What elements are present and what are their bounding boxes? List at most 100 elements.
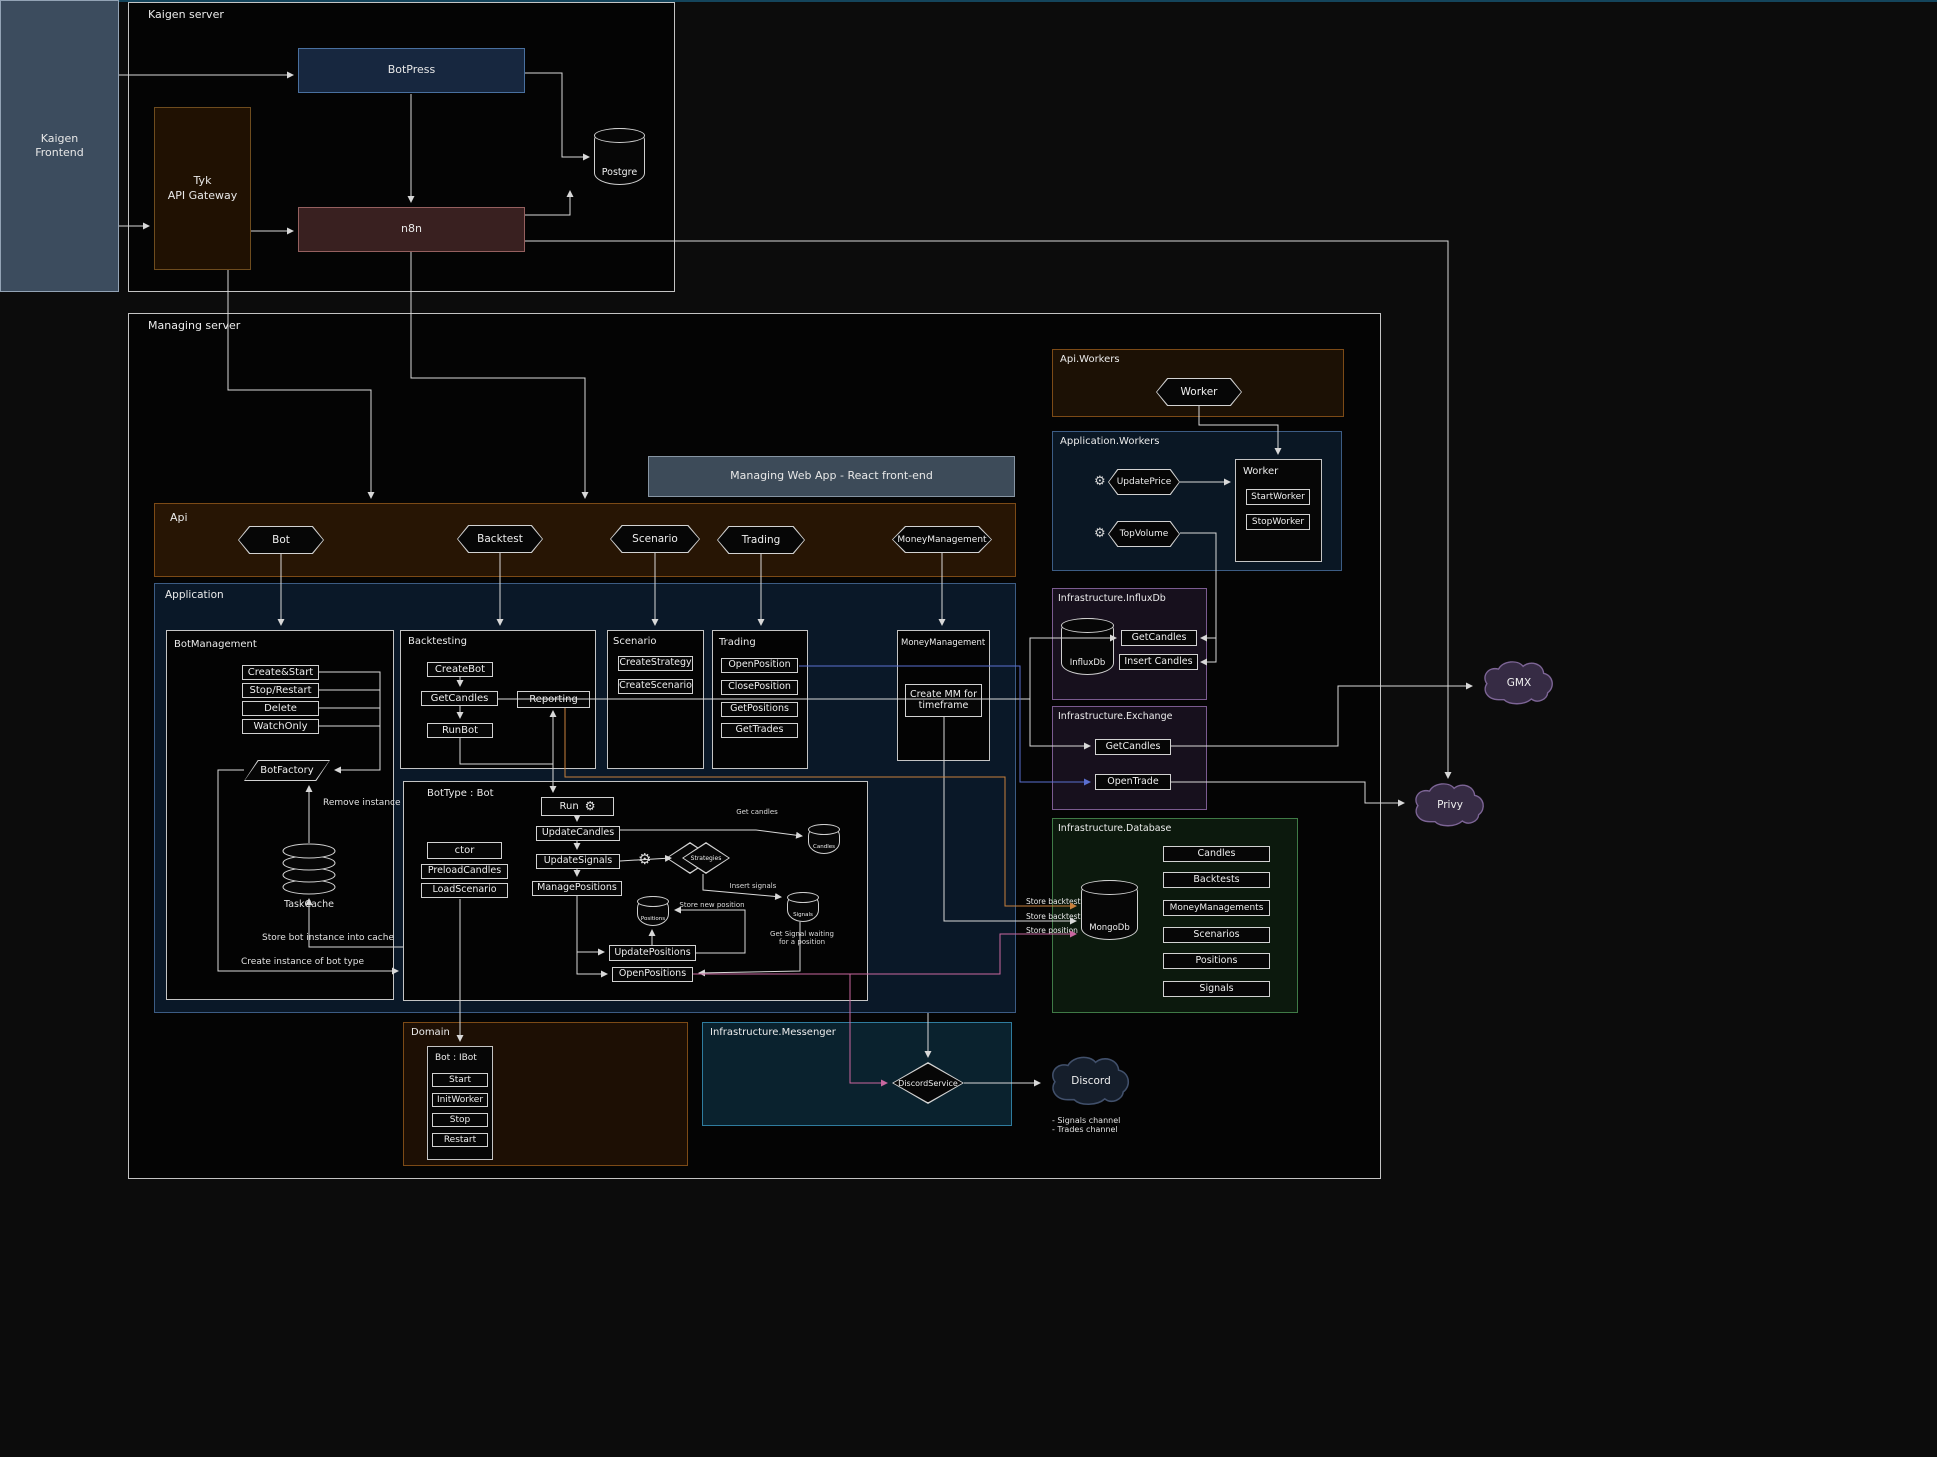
database-postgre: Postgre: [594, 128, 645, 185]
task-cache-label: TaskCache: [283, 899, 335, 910]
get-positions-button: GetPositions: [721, 702, 798, 717]
update-signals-button: UpdateSignals: [536, 854, 620, 869]
shape-bot-factory: BotFactory: [244, 760, 330, 781]
database-task-cache: [282, 843, 336, 895]
privy-label: Privy: [1437, 799, 1463, 811]
money-management-label: MoneyManagement: [901, 638, 986, 648]
open-position-button: OpenPosition: [721, 658, 798, 673]
gear-icon: ⚙: [584, 798, 596, 813]
create-scenario-button: CreateScenario: [618, 679, 693, 694]
close-position-button: ClosePosition: [721, 680, 798, 695]
gmx-label: GMX: [1506, 677, 1532, 689]
store-backtest-label-1: Store backtest: [1026, 897, 1081, 906]
database-label: Infrastructure.Database: [1058, 823, 1172, 834]
open-positions-button: OpenPositions: [612, 967, 693, 982]
application-label: Application: [165, 589, 224, 601]
api-endpoint-moneymanagement: MoneyManagement: [892, 526, 992, 553]
cloud-privy: [1415, 783, 1484, 827]
delete-button: Delete: [242, 701, 319, 716]
collection-signals: Signals: [1163, 981, 1270, 997]
create-instance-note: Create instance of bot type: [241, 957, 365, 967]
stop-button: Stop: [432, 1113, 488, 1127]
create-start-button: Create&Start: [242, 665, 319, 680]
collection-moneymanagements: MoneyManagements: [1163, 900, 1270, 916]
cloud-discord: [1052, 1056, 1130, 1106]
api-endpoint-scenario: Scenario: [610, 525, 700, 553]
reporting-button: Reporting: [517, 691, 590, 708]
exchange-open-trade-button: OpenTrade: [1095, 774, 1171, 790]
backtesting-label: Backtesting: [408, 636, 467, 647]
node-managing-web-app: Managing Web App - React front-end: [648, 456, 1015, 497]
create-mm-button: Create MM for timeframe: [905, 684, 982, 717]
node-n8n: n8n: [298, 207, 525, 252]
stop-worker-button: StopWorker: [1246, 514, 1310, 530]
database-positions-store: Positions: [637, 896, 669, 926]
start-worker-button: StartWorker: [1246, 489, 1310, 505]
get-candles-button: GetCandles: [421, 691, 498, 706]
run-button: Run ⚙: [541, 797, 614, 816]
api-label: Api: [170, 511, 188, 524]
exchange-label: Infrastructure.Exchange: [1058, 711, 1173, 722]
gear-icon: ⚙: [1094, 526, 1106, 541]
get-trades-button: GetTrades: [721, 723, 798, 738]
store-position-label: Store position: [1026, 926, 1078, 935]
hex-update-price: UpdatePrice: [1108, 469, 1180, 495]
store-backtest-label-2: Store backtest: [1026, 912, 1081, 921]
hex-worker: Worker: [1156, 378, 1242, 406]
influx-insert-candles-button: Insert Candles: [1119, 654, 1198, 670]
initworker-button: InitWorker: [432, 1093, 488, 1107]
database-signals-store: Signals: [787, 892, 819, 922]
scenario-label: Scenario: [613, 636, 657, 647]
canvas-top-border: [0, 0, 1937, 2]
manage-positions-button: ManagePositions: [532, 881, 622, 896]
node-kaigen-frontend: Kaigen Frontend: [0, 0, 119, 292]
postgre-label: Postgre: [601, 167, 638, 178]
start-button: Start: [432, 1073, 488, 1087]
influxdb-label: Infrastructure.InfluxDb: [1058, 593, 1166, 604]
create-strategy-button: CreateStrategy: [618, 656, 693, 671]
application-workers-label: Application.Workers: [1060, 436, 1160, 447]
exchange-get-candles-button: GetCandles: [1095, 739, 1171, 755]
preload-candles-button: PreloadCandles: [421, 864, 508, 879]
remove-instance-note: Remove instance: [323, 798, 401, 808]
store-new-position-note: Store new position: [679, 901, 745, 909]
get-signal-note: Get Signal waiting for a position: [770, 930, 834, 946]
insert-signals-note: Insert signals: [729, 882, 777, 890]
bot-type-label: BotType : Bot: [427, 788, 494, 799]
collection-candles: Candles: [1163, 846, 1270, 862]
module-trading: [712, 630, 808, 769]
api-endpoint-bot: Bot: [238, 526, 324, 554]
node-botpress: BotPress: [298, 48, 525, 93]
database-mongodb: MongoDb: [1081, 880, 1138, 940]
kaigen-server-label: Kaigen server: [148, 8, 224, 21]
store-bot-instance-note: Store bot instance into cache: [262, 933, 394, 943]
gear-icon: ⚙: [638, 850, 652, 868]
managing-server-label: Managing server: [148, 319, 241, 332]
cloud-gmx: [1484, 661, 1553, 705]
restart-button: Restart: [432, 1133, 488, 1147]
discord-label: Discord: [1071, 1075, 1111, 1087]
worker-box-label: Worker: [1243, 466, 1279, 477]
gear-icon: ⚙: [1094, 474, 1106, 489]
stop-restart-button: Stop/Restart: [242, 683, 319, 698]
update-positions-button: UpdatePositions: [609, 945, 696, 961]
api-workers-label: Api.Workers: [1060, 354, 1120, 365]
collection-backtests: Backtests: [1163, 872, 1270, 888]
bot-ibot-label: Bot : IBot: [435, 1053, 477, 1063]
collection-scenarios: Scenarios: [1163, 927, 1270, 943]
module-scenario: [607, 630, 704, 769]
run-bot-button: RunBot: [427, 723, 493, 738]
collection-positions: Positions: [1163, 953, 1270, 969]
database-influxdb: InfluxDb: [1061, 618, 1114, 675]
influx-get-candles-button: GetCandles: [1121, 630, 1197, 646]
trading-label: Trading: [719, 637, 756, 648]
messenger-label: Infrastructure.Messenger: [710, 1027, 836, 1038]
load-scenario-button: LoadScenario: [421, 883, 508, 898]
watchonly-button: WatchOnly: [242, 719, 319, 734]
update-candles-button: UpdateCandles: [536, 826, 620, 841]
ctor-button: ctor: [427, 842, 502, 859]
discord-channels-note: - Signals channel - Trades channel: [1052, 1116, 1121, 1134]
domain-label: Domain: [411, 1027, 450, 1038]
node-tyk-api-gateway: Tyk API Gateway: [154, 107, 251, 270]
